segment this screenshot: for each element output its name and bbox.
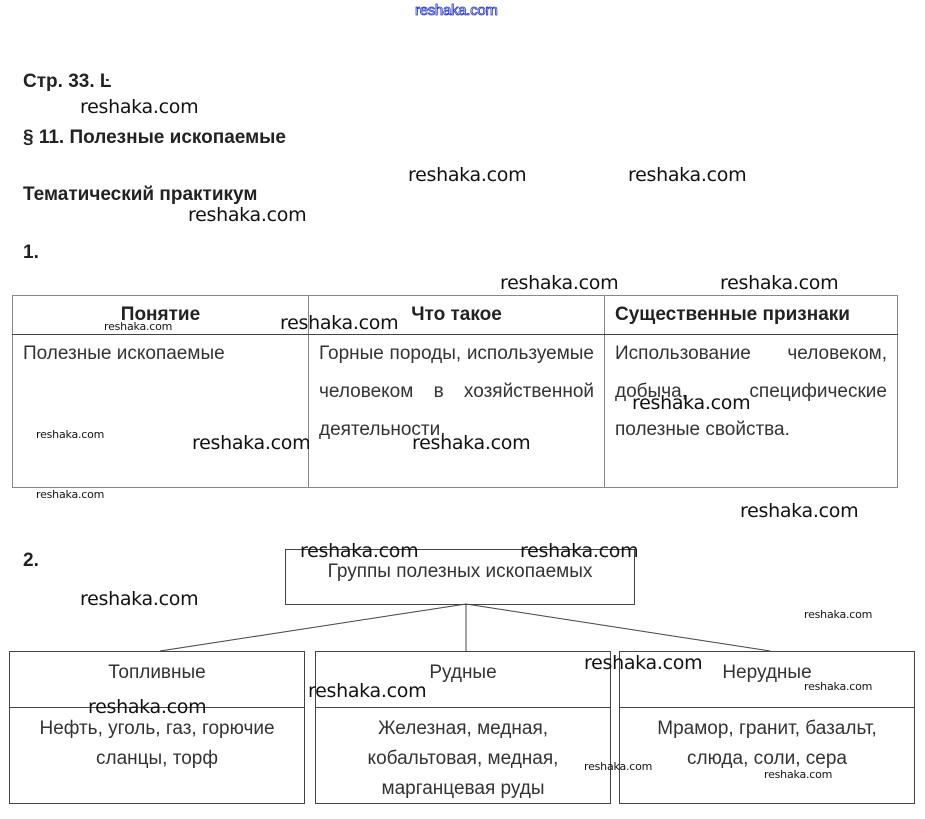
connector-line	[465, 603, 771, 652]
watermark: reshaka.com	[584, 760, 653, 773]
watermark: reshaka.com	[192, 432, 311, 454]
group-box-ore: Рудные Железная, медная, кобальтовая, ме…	[315, 651, 611, 804]
group-box-fuel: Топливные Нефть, уголь, газ, горючие сла…	[9, 651, 305, 804]
group-title: Нерудные	[620, 652, 914, 708]
table-cell: Полезные ископаемые	[12, 334, 309, 488]
column-header: Существенные признаки	[604, 295, 898, 335]
page-reference: Стр. 33. Ŀ	[23, 71, 112, 92]
watermark: reshaka.com	[308, 680, 427, 702]
table-row: Полезные ископаемые Горные породы, испол…	[12, 334, 898, 488]
group-items: Мрамор, гранит, базальт, слюда, соли, се…	[657, 718, 877, 769]
watermark: reshaka.com	[408, 164, 527, 186]
watermark: reshaka.com	[88, 696, 207, 718]
column-header: Понятие	[12, 295, 309, 335]
watermark: reshaka.com	[80, 96, 199, 118]
concept-table: Понятие Что такое Существенные признаки …	[12, 295, 898, 488]
watermark: reshaka.com	[300, 540, 419, 562]
table-cell: Использование человеком, добыча, специфи…	[604, 334, 898, 488]
group-items: Железная, медная, кобальтовая, медная, м…	[367, 718, 559, 799]
group-title: Топливные	[10, 652, 304, 708]
watermark: reshaka.com	[500, 272, 619, 294]
task-2-number: 2.	[23, 550, 39, 571]
table-cell: Горные породы, используемые человеком в …	[308, 334, 605, 488]
group-box-nonmetallic: Нерудные Мрамор, гранит, базальт, слюда,…	[619, 651, 915, 804]
group-items: Нефть, уголь, газ, горючие сланцы, торф	[39, 718, 275, 769]
watermark: reshaka.com	[584, 652, 703, 674]
watermark: reshaka.com	[36, 488, 105, 501]
subtitle: Тематический практикум	[23, 184, 258, 205]
watermark: reshaka.com	[520, 540, 639, 562]
watermark: reshaka.com	[720, 272, 839, 294]
watermark: reshaka.com	[280, 312, 399, 334]
watermark: reshaka.com	[104, 320, 173, 333]
watermark: reshaka.com	[764, 768, 833, 781]
root-box: Группы полезных ископаемых	[285, 549, 635, 605]
watermark: reshaka.com	[36, 428, 105, 441]
connector-line	[159, 603, 467, 652]
table-header-row: Понятие Что такое Существенные признаки	[12, 295, 898, 335]
watermark: reshaka.com	[632, 392, 751, 414]
watermark: reshaka.com	[412, 432, 531, 454]
watermark: reshaka.com	[740, 500, 859, 522]
watermark: reshaka.com	[804, 608, 873, 621]
watermark: reshaka.com	[80, 588, 199, 610]
watermark: reshaka.com	[415, 2, 499, 20]
section-title: § 11. Полезные ископаемые	[23, 127, 286, 148]
group-title: Рудные	[316, 652, 610, 708]
task-1-number: 1.	[23, 242, 39, 263]
watermark: reshaka.com	[804, 680, 873, 693]
watermark: reshaka.com	[188, 204, 307, 226]
watermark: reshaka.com	[628, 164, 747, 186]
